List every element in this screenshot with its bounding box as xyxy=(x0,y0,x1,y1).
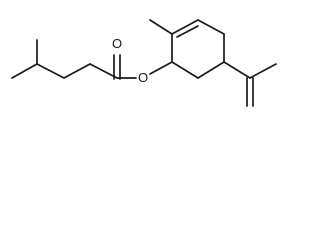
bond-isopropenyl-methyl xyxy=(249,63,277,79)
bond-chain-3 xyxy=(89,63,118,79)
ester-oxygen-label: O xyxy=(138,70,148,85)
bond-ring-c2-c3-double xyxy=(176,25,199,38)
carbonyl-oxygen-label: O xyxy=(112,36,122,51)
bond-methyl-left xyxy=(11,63,38,79)
bond-ring-c6-c1 xyxy=(171,61,199,79)
bond-ring-c2-c3 xyxy=(171,19,199,35)
bond-ester-2 xyxy=(149,61,173,75)
bond-ring-methyl xyxy=(149,19,173,35)
bond-chain-1 xyxy=(36,63,65,79)
bond-chain-2 xyxy=(63,63,91,79)
chemical-structure: O O xyxy=(11,19,277,107)
bond-ring-c5-c6 xyxy=(197,61,225,79)
bond-isopropenyl xyxy=(223,61,251,79)
bond-ring-c3-c4 xyxy=(197,19,225,35)
